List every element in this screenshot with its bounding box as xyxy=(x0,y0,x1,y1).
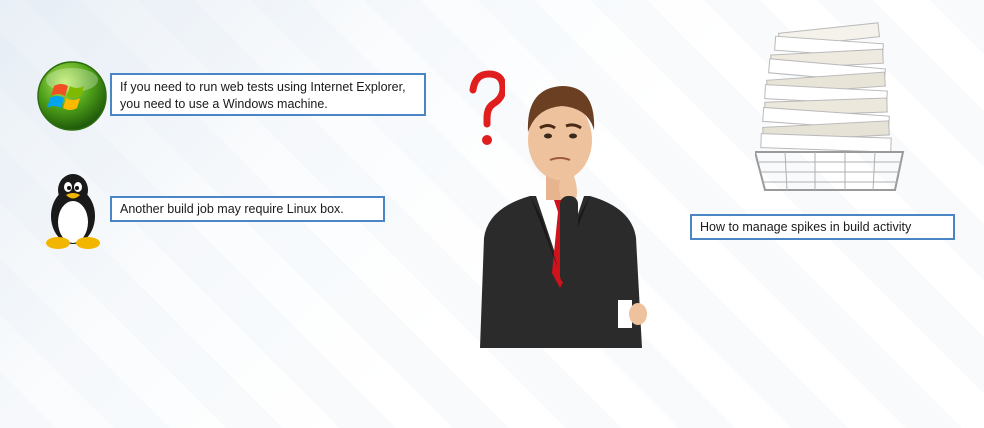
question-mark-icon xyxy=(469,70,505,145)
confused-businessman-figure xyxy=(480,86,647,348)
linux-callout: Another build job may require Linux box. xyxy=(110,196,385,222)
paper-stack-icon xyxy=(755,22,905,191)
linux-callout-text: Another build job may require Linux box. xyxy=(120,202,344,216)
windows-logo-icon xyxy=(37,61,107,131)
build-spikes-callout: How to manage spikes in build activity xyxy=(690,214,955,240)
windows-callout-text: If you need to run web tests using Inter… xyxy=(120,80,406,111)
build-spikes-callout-text: How to manage spikes in build activity xyxy=(700,220,912,234)
linux-penguin-icon xyxy=(46,174,100,249)
windows-callout: If you need to run web tests using Inter… xyxy=(110,73,426,116)
